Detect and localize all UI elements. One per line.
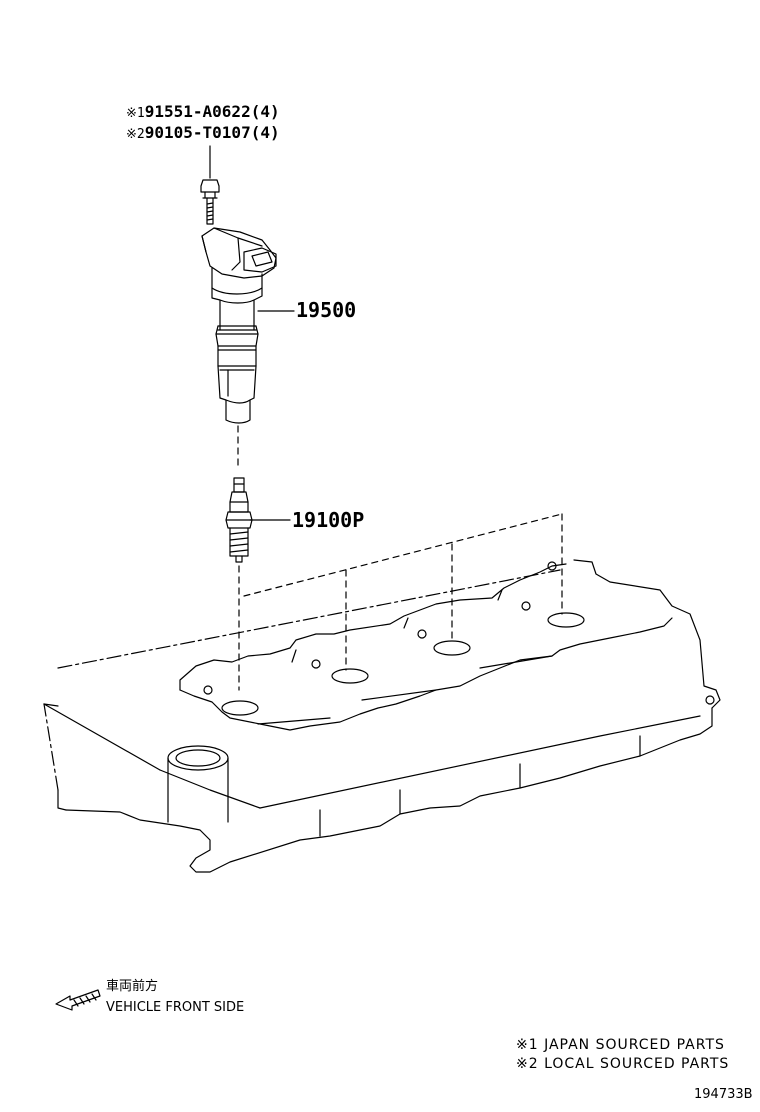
bolt-icon xyxy=(200,179,220,225)
bolt-callout-line-1: ※191551-A0622(4) xyxy=(126,102,280,121)
ignition-coil-part-number: 19500 xyxy=(296,298,357,322)
bolt-callout-mark-1: ※1 xyxy=(126,106,145,121)
bolt-part-number-2: 90105-T0107(4) xyxy=(144,123,280,142)
spark-plug-part-number: 19100P xyxy=(292,508,365,532)
figure-number: 194733B xyxy=(694,1087,753,1102)
vehicle-front-arrow-icon xyxy=(55,989,101,1011)
bolt-callout-line-2: ※290105-T0107(4) xyxy=(126,123,280,142)
vehicle-front-english-label: VEHICLE FRONT SIDE xyxy=(106,1000,245,1015)
bolt-part-number-1: 91551-A0622(4) xyxy=(144,102,280,121)
vehicle-front-japanese-label: 車両前方 xyxy=(106,979,159,994)
ignition-coil-icon xyxy=(201,227,277,424)
note-japan-sourced: ※1 JAPAN SOURCED PARTS xyxy=(516,1037,725,1053)
note-local-sourced: ※2 LOCAL SOURCED PARTS xyxy=(516,1056,730,1072)
cylinder-head-cover-icon xyxy=(43,513,721,873)
spark-plug-icon xyxy=(225,477,253,563)
bolt-callout-mark-2: ※2 xyxy=(126,127,145,142)
